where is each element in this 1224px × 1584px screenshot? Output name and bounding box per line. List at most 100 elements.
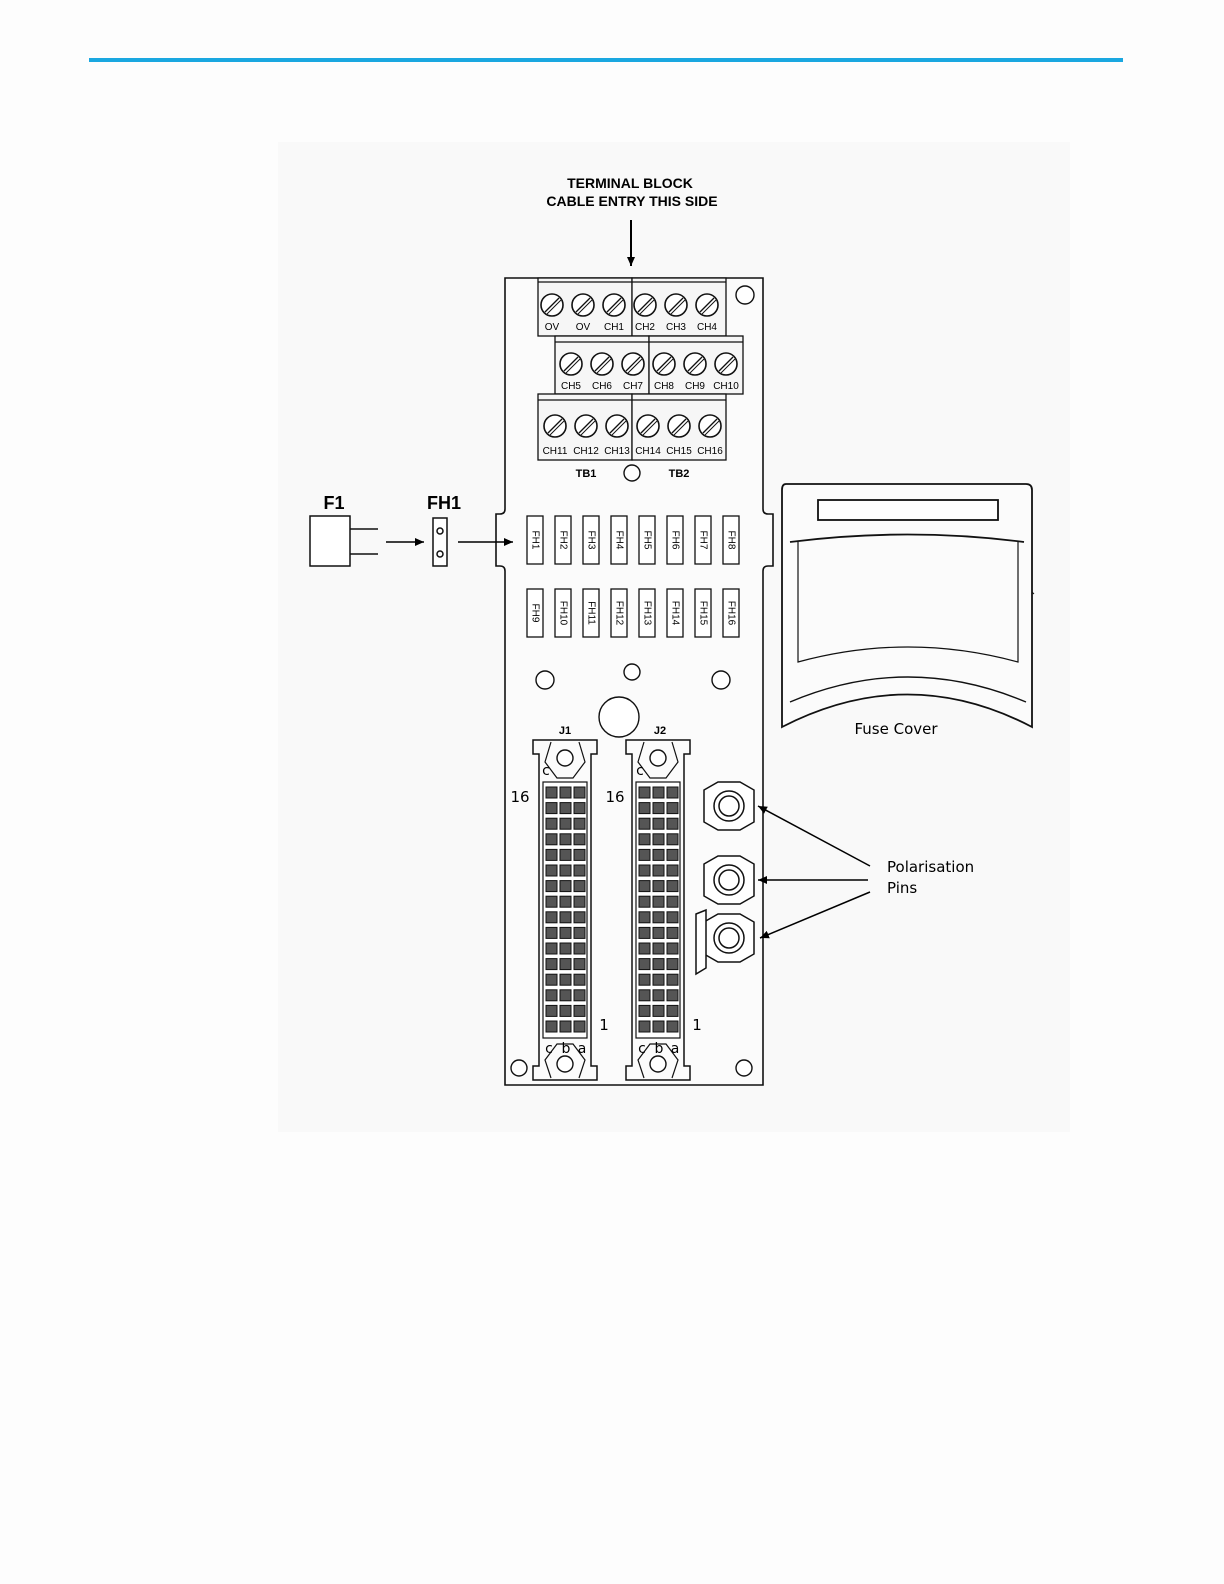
connector-pin (653, 849, 664, 860)
fuse-holder-label: FH6 (669, 531, 680, 550)
terminal-screw (665, 294, 687, 316)
connector-pin (546, 787, 557, 798)
connector-pin (667, 990, 678, 1001)
terminal-label: CH2 (635, 322, 655, 333)
connector-pin (667, 974, 678, 985)
fuse-holder-label: FH2 (557, 531, 568, 550)
connector-pin (574, 974, 585, 985)
terminal-block-title: TERMINAL BLOCK (567, 175, 693, 191)
connector-pin (667, 834, 678, 845)
j1-col-c-top: c (542, 763, 550, 779)
connector-pin (546, 927, 557, 938)
fuse-holder-label: FH1 (529, 531, 540, 550)
j2-label: J2 (654, 725, 666, 737)
terminal-screw (606, 415, 628, 437)
connector-pin (546, 896, 557, 907)
connector-pin (546, 974, 557, 985)
connector-pin (653, 865, 664, 876)
terminal-label: CH13 (604, 446, 630, 457)
terminal-label: CH10 (713, 381, 739, 392)
connector-pin (574, 803, 585, 814)
connector-pin (653, 834, 664, 845)
fuse-holder-label: FH7 (697, 531, 708, 550)
connector-pin (653, 927, 664, 938)
fuse-holder: FH1 (527, 516, 543, 564)
connector-pin (546, 1005, 557, 1016)
polarisation-label: Polarisation (887, 858, 974, 876)
connector-pin (574, 849, 585, 860)
fuse-holder: FH13 (639, 589, 655, 637)
fuse-holder: FH15 (695, 589, 711, 637)
j1-col-c-bottom: c (545, 1041, 553, 1057)
j1-col-a-bottom: a (578, 1041, 587, 1057)
connector-pin (653, 803, 664, 814)
connector-pin (546, 803, 557, 814)
terminal-label: CH9 (685, 381, 705, 392)
connector-pin (546, 959, 557, 970)
connector-pin (546, 818, 557, 829)
connector-pin (667, 943, 678, 954)
connector-pin (560, 974, 571, 985)
polarisation-pins (696, 782, 754, 974)
terminal-label: CH1 (604, 322, 624, 333)
connector-pin (667, 865, 678, 876)
connector-j2 (626, 740, 690, 1080)
terminal-screw (637, 415, 659, 437)
connector-pin (667, 881, 678, 892)
terminal-label: CH5 (561, 381, 581, 392)
j1-label: J1 (559, 725, 571, 737)
connector-pin (653, 1005, 664, 1016)
connector-pin (639, 912, 650, 923)
fh1-label: FH1 (427, 493, 461, 513)
fuse-holder: FH16 (723, 589, 739, 637)
connector-pin (653, 896, 664, 907)
connector-pin (639, 1021, 650, 1032)
fuse-holder: FH7 (695, 516, 711, 564)
connector-pin (546, 943, 557, 954)
connector-pin (546, 849, 557, 860)
fuse-holder: FH5 (639, 516, 655, 564)
connector-pin (574, 818, 585, 829)
connector-pin (560, 787, 571, 798)
connector-pin (560, 881, 571, 892)
terminal-label: CH14 (635, 446, 661, 457)
connector-pin (639, 943, 650, 954)
header-rule (89, 58, 1123, 62)
fuse-holder-label: FH4 (613, 531, 624, 550)
f1-label: F1 (323, 493, 344, 513)
polarisation-label-2: Pins (887, 879, 917, 897)
terminal-label: CH11 (543, 446, 568, 457)
connector-pin (574, 990, 585, 1001)
connector-pin (639, 927, 650, 938)
terminal-label: CH16 (697, 446, 723, 457)
connector-pin (560, 896, 571, 907)
connector-pin (574, 1005, 585, 1016)
connector-pin (653, 974, 664, 985)
connector-pin (639, 803, 650, 814)
connector-pin (574, 943, 585, 954)
connector-pin (560, 943, 571, 954)
connector-pin (667, 959, 678, 970)
connector-pin (639, 818, 650, 829)
connector-pin (667, 896, 678, 907)
terminal-screw (634, 294, 656, 316)
connector-pin (639, 1005, 650, 1016)
connector-pin (667, 787, 678, 798)
terminal-label: CH6 (592, 381, 612, 392)
connector-pin (653, 818, 664, 829)
connector-pin (639, 881, 650, 892)
terminal-screw (560, 353, 582, 375)
connector-pin (560, 865, 571, 876)
connector-pin (574, 787, 585, 798)
fuse-holder-label: FH9 (529, 604, 540, 623)
connector-pin (667, 803, 678, 814)
connector-pin (560, 1021, 571, 1032)
connector-j1 (533, 740, 597, 1080)
terminal-screw (603, 294, 625, 316)
fuse-holder-label: FH10 (557, 601, 568, 626)
connector-pin (653, 787, 664, 798)
fuse-cover-label: Fuse Cover (854, 720, 938, 738)
connector-pin (653, 1021, 664, 1032)
fuse-holder-fh1 (433, 518, 447, 566)
terminal-screw (541, 294, 563, 316)
